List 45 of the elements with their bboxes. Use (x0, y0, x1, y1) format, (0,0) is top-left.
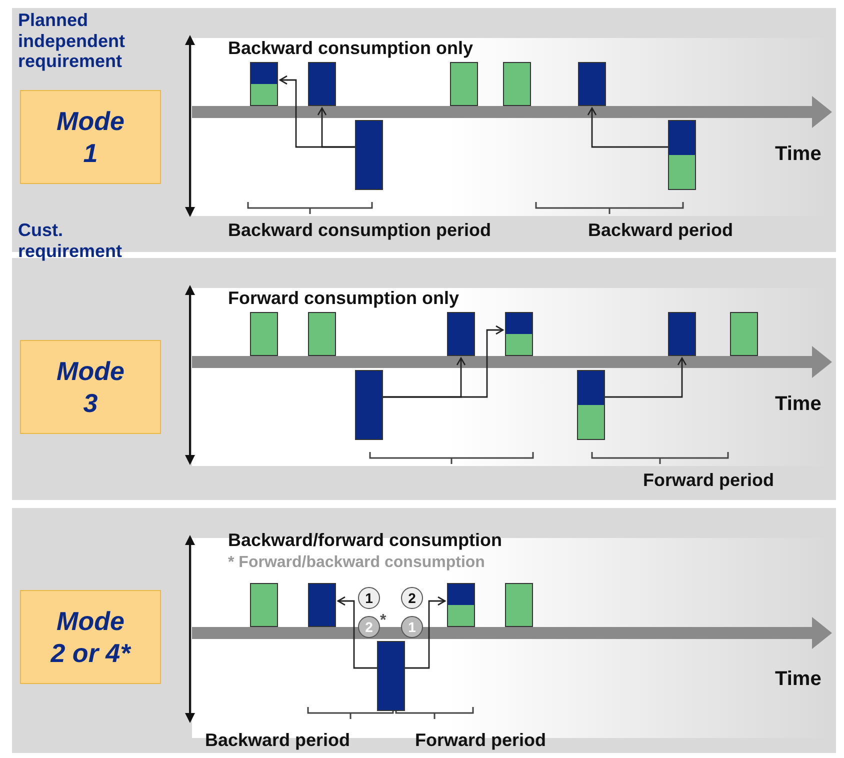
requirement-bar (250, 583, 278, 627)
requirement-bar (668, 312, 696, 356)
requirement-bar (505, 583, 533, 627)
requirement-bar (250, 312, 278, 356)
requirement-bar (447, 583, 475, 627)
requirement-bar (308, 583, 336, 627)
axis-label: Planned independent requirement (18, 10, 126, 72)
requirement-bar (578, 62, 606, 106)
requirement-bar (308, 312, 336, 356)
period-label: Forward period (415, 730, 546, 751)
requirement-bar (308, 62, 336, 106)
period-label: Backward consumption period (228, 220, 492, 241)
requirement-bar (668, 120, 696, 190)
requirement-bar (450, 62, 478, 106)
requirement-bar (355, 120, 383, 190)
mode-heading: Forward consumption only (228, 288, 460, 309)
axis-label: Cust. requirement (18, 220, 124, 262)
mode-heading: Backward consumption only (228, 38, 474, 59)
consumption-arrow (605, 357, 687, 398)
mode-box: Mode 1 (20, 90, 161, 184)
mode-box: Mode 3 (20, 340, 161, 434)
requirement-bar (447, 312, 475, 356)
requirement-bar (577, 370, 605, 440)
consumption-arrow (279, 75, 355, 148)
requirement-bar (505, 312, 533, 356)
requirement-bar (355, 370, 383, 440)
mode-heading: Backward/forward consumption (228, 530, 502, 551)
requirement-bar (250, 62, 278, 106)
period-label: Forward period (643, 470, 774, 491)
requirement-bar (377, 641, 405, 711)
mode-box: Mode 2 or 4* (20, 590, 161, 684)
mode-panel (12, 508, 836, 753)
time-label: Time (775, 668, 822, 691)
footnote-mark: * (380, 612, 386, 630)
period-label: Backward period (588, 220, 734, 241)
period-label: Backward period (205, 730, 350, 751)
time-label: Time (775, 393, 822, 416)
consumption-arrow (383, 325, 504, 398)
consumption-arrow (405, 596, 446, 669)
time-label: Time (775, 143, 822, 166)
requirement-bar (503, 62, 531, 106)
consumption-arrow (337, 596, 377, 669)
consumption-arrow (587, 107, 668, 148)
mode-subheading: * Forward/backward consumption (228, 554, 485, 572)
requirement-bar (730, 312, 758, 356)
